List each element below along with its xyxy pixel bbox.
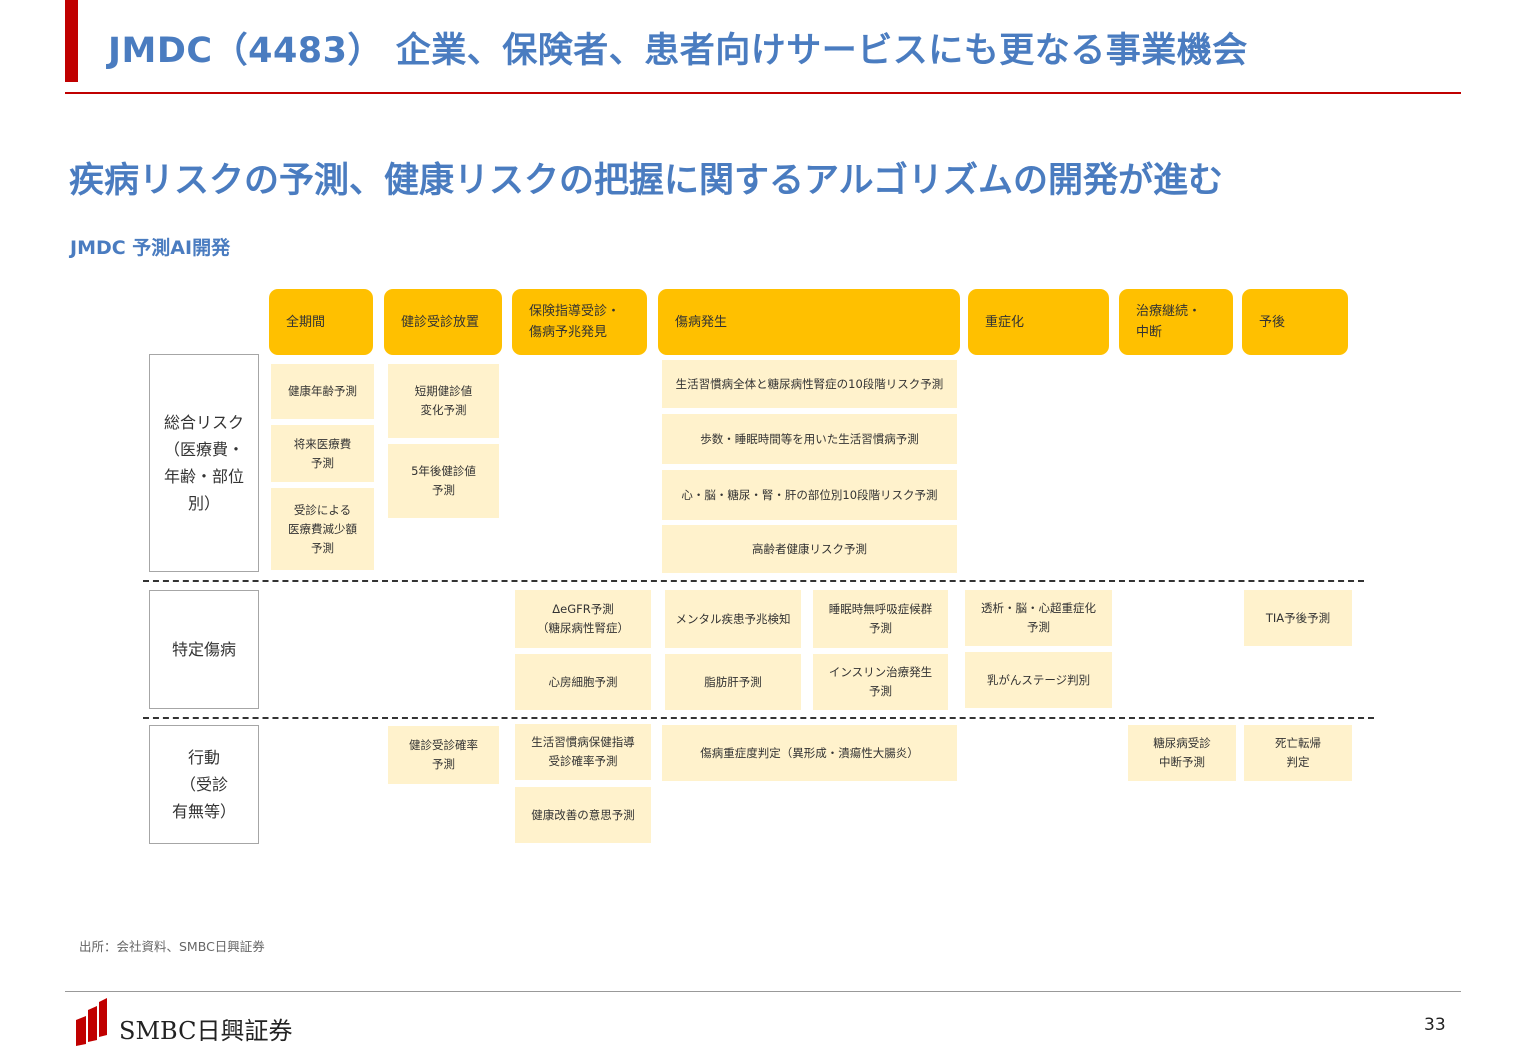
cell-severity-judgment: 傷病重症度判定（異形成・潰瘍性大腸炎） — [662, 725, 957, 781]
footer-divider — [65, 991, 1461, 992]
header-treatment: 治療継続・ 中断 — [1119, 289, 1233, 355]
row-label-overall-risk: 総合リスク （医療費・ 年齢・部位 別） — [149, 354, 259, 572]
brand-name: SMBC日興証券 — [119, 1017, 293, 1045]
cell-guidance-probability: 生活習慣病保健指導 受診確率予測 — [515, 724, 651, 780]
cell-cost-reduction: 受診による 医療費減少額 予測 — [271, 488, 374, 570]
header-onset: 傷病発生 — [658, 289, 960, 355]
cell-diabetes-dropout: 糖尿病受診 中断予測 — [1128, 725, 1236, 781]
header-all-period: 全期間 — [269, 289, 373, 355]
page-title: JMDC（4483） 企業、保険者、患者向けサービスにも更なる事業機会 — [108, 31, 1248, 71]
row-label-behavior: 行動 （受診 有無等） — [149, 725, 259, 844]
cell-atrial-prediction: 心房細胞予測 — [515, 654, 651, 710]
source-note: 出所：会社資料、SMBC日興証券 — [79, 939, 265, 954]
cell-insulin-treatment: インスリン治療発生 予測 — [813, 654, 948, 710]
cell-egfr-prediction: ΔeGFR予測 （糖尿病性腎症） — [515, 590, 651, 648]
row-divider — [143, 580, 1364, 582]
cell-lifestyle-disease-risk: 生活習慣病全体と糖尿病性腎症の10段階リスク予測 — [662, 360, 957, 408]
cell-future-medical-cost: 将来医療費 予測 — [271, 425, 374, 482]
cell-checkup-probability: 健診受診確率 予測 — [388, 726, 499, 784]
title-accent-bar — [65, 0, 78, 82]
header-prognosis: 予後 — [1242, 289, 1348, 355]
cell-elderly-health-risk: 高齢者健康リスク予測 — [662, 525, 957, 573]
cell-organ-risk: 心・脳・糖尿・腎・肝の部位別10段階リスク予測 — [662, 470, 957, 520]
cell-health-intent: 健康改善の意思予測 — [515, 787, 651, 843]
row-label-specific-disease: 特定傷病 — [149, 590, 259, 709]
header-checkup-neglect: 健診受診放置 — [384, 289, 502, 355]
header-aggravation: 重症化 — [968, 289, 1109, 355]
cell-sleep-apnea: 睡眠時無呼吸症候群 予測 — [813, 590, 948, 648]
cell-mental-disorder: メンタル疾患予兆検知 — [665, 590, 801, 648]
cell-dialysis-aggravation: 透析・脳・心超重症化 予測 — [965, 590, 1112, 646]
cell-short-term-checkup: 短期健診値 変化予測 — [388, 364, 499, 438]
section-label: JMDC 予測AI開発 — [70, 237, 231, 259]
smbc-logo-icon — [74, 998, 110, 1046]
page-number: 33 — [1424, 1015, 1446, 1035]
cell-fatty-liver: 脂肪肝予測 — [665, 654, 801, 710]
row-divider — [143, 717, 1374, 719]
cell-health-age-prediction: 健康年齢予測 — [271, 364, 374, 419]
page-subtitle: 疾病リスクの予測、健康リスクの把握に関するアルゴリズムの開発が進む — [69, 161, 1223, 201]
cell-breast-cancer-stage: 乳がんステージ判別 — [965, 652, 1112, 708]
title-divider — [65, 92, 1461, 94]
header-guidance: 保険指導受診・ 傷病予兆発見 — [512, 289, 647, 355]
cell-death-outcome: 死亡転帰 判定 — [1244, 725, 1352, 781]
cell-tia-prognosis: TIA予後予測 — [1244, 590, 1352, 646]
cell-steps-sleep-prediction: 歩数・睡眠時間等を用いた生活習慣病予測 — [662, 414, 957, 464]
cell-five-year-checkup: 5年後健診値 予測 — [388, 444, 499, 518]
